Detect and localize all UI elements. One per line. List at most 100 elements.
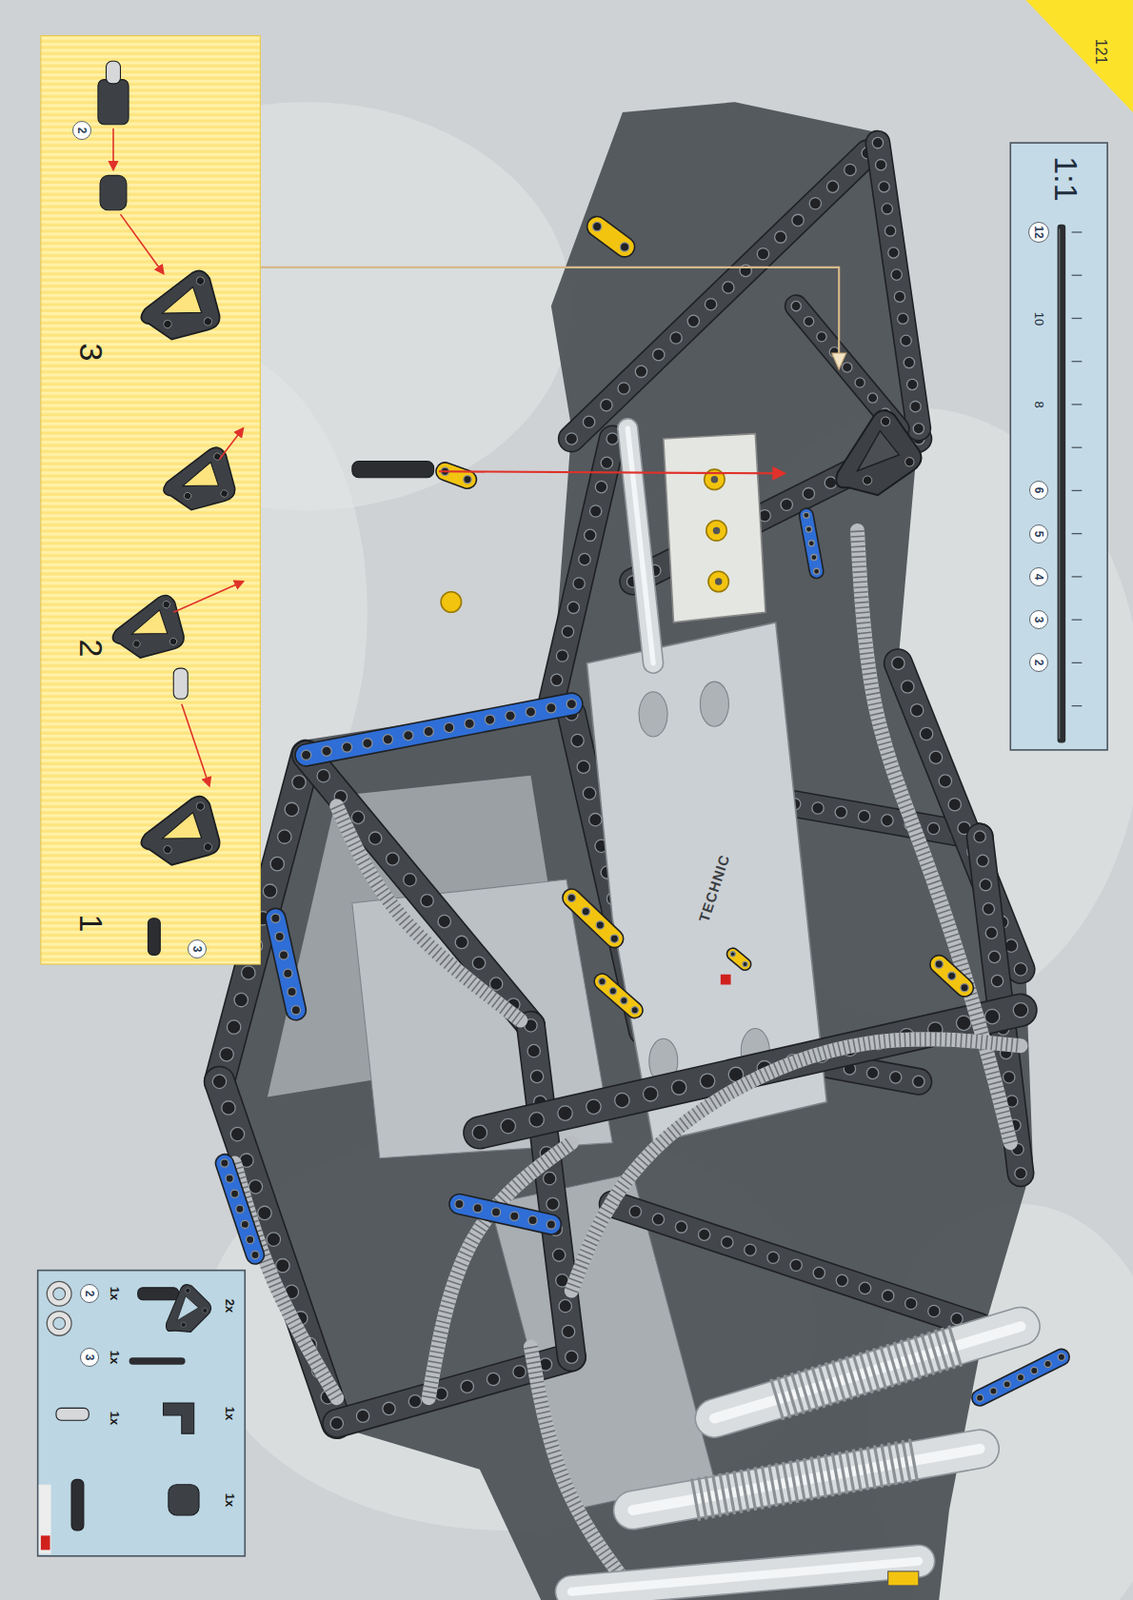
- beam-hole: [892, 656, 905, 670]
- beam-hole: [528, 1215, 537, 1225]
- step-number: 3: [75, 343, 108, 362]
- ruler-panel-fill: [1010, 142, 1108, 751]
- beam-hole: [382, 735, 393, 745]
- tube-outline: [714, 1327, 1021, 1419]
- ruler-tick: [1072, 403, 1083, 405]
- beam-hole: [287, 987, 297, 996]
- panel-pinhole: [185, 1288, 191, 1293]
- beam-hole: [230, 1127, 244, 1141]
- beam-hole: [927, 822, 939, 835]
- tube: [627, 428, 654, 664]
- panel-pinhole: [880, 416, 892, 427]
- ruler-tick: [1072, 231, 1083, 233]
- ruler-circle: 2: [1029, 653, 1049, 673]
- beam-hole: [610, 934, 618, 943]
- beam-hole: [527, 1044, 540, 1057]
- beam-hole: [808, 540, 815, 547]
- technic-beam: [479, 1010, 1021, 1133]
- beam-hole: [976, 854, 989, 867]
- beam-hole: [472, 1125, 487, 1140]
- spring: [775, 1345, 960, 1401]
- beam-hole: [565, 1351, 578, 1364]
- beam-hole: [356, 1410, 369, 1423]
- tube-outline: [571, 1561, 918, 1592]
- model-silhouette: [214, 101, 1034, 1600]
- beam-hole: [241, 966, 256, 980]
- step-arrow: [173, 581, 243, 613]
- beam-hole: [382, 1402, 396, 1415]
- beam-hole: [813, 1267, 825, 1279]
- beam-hole: [510, 1212, 519, 1221]
- beam-hole: [246, 1235, 255, 1244]
- beam-hole: [888, 247, 899, 259]
- beam-hole: [984, 1009, 999, 1024]
- panel-piece: [166, 1285, 212, 1333]
- panel-pinhole: [218, 488, 229, 498]
- substep-panel: 32123: [40, 36, 260, 965]
- panel-outline: [160, 434, 251, 525]
- technic-beam: [458, 1204, 551, 1225]
- beam-hole: [284, 802, 299, 816]
- beam-outline: [601, 981, 635, 1011]
- ruler-axle: [1057, 224, 1067, 744]
- panel-pinhole: [180, 1322, 186, 1328]
- pin: [147, 918, 160, 956]
- beam-hole: [881, 814, 894, 827]
- beam-hole: [1013, 963, 1027, 976]
- panel-pinhole: [182, 491, 193, 501]
- logo-strip: [39, 1485, 52, 1555]
- beam-hole: [844, 163, 856, 176]
- beam-hole: [780, 498, 793, 511]
- beam-hole: [561, 1325, 575, 1338]
- technic-beam: [612, 1204, 980, 1328]
- tube-highlight: [633, 1449, 980, 1511]
- callout-number: 6: [1033, 487, 1045, 495]
- beam-hole: [486, 1372, 499, 1386]
- panel-piece: [110, 581, 200, 673]
- beam-hole: [557, 1106, 573, 1121]
- axle-part: [132, 1357, 181, 1366]
- ruler-circle: 5: [1029, 524, 1049, 544]
- panel-pinhole: [202, 316, 214, 327]
- beam-hole: [900, 335, 912, 346]
- beam-hole: [596, 921, 604, 930]
- beam-hole: [317, 769, 330, 782]
- beam-hole: [278, 830, 292, 844]
- panel-outline: [834, 404, 929, 502]
- beam-hole: [881, 203, 893, 215]
- beam-hole: [403, 731, 414, 741]
- step-arrow: [181, 704, 210, 787]
- leader-line: [259, 267, 839, 358]
- tube-highlight: [571, 1561, 918, 1592]
- step-arrow: [218, 428, 243, 459]
- beam-hole: [258, 1206, 272, 1220]
- beam-hole: [464, 718, 475, 729]
- substep-panel-fill: [40, 36, 260, 966]
- scale-label: 1:1: [1050, 156, 1083, 201]
- beam-hole: [792, 214, 804, 226]
- tube: [571, 1561, 918, 1592]
- panel-pinhole: [904, 457, 915, 468]
- beam-hole: [903, 357, 915, 368]
- callout-number: 2: [83, 1291, 96, 1298]
- ruler-tick: [1072, 360, 1083, 362]
- beam-hole: [635, 365, 647, 378]
- beam-hole: [582, 416, 595, 428]
- technic-beam: [275, 918, 296, 1011]
- panel-hole: [177, 1296, 199, 1322]
- beam-hole: [802, 488, 815, 500]
- beam-hole: [546, 1197, 559, 1211]
- beam-hole: [556, 650, 568, 662]
- parts-box-fill: [38, 1271, 246, 1557]
- beam-hole: [905, 1297, 917, 1310]
- beam-hole: [910, 704, 923, 717]
- pin: [352, 461, 435, 478]
- beam-hole: [300, 750, 311, 760]
- panel-pinhole: [168, 636, 179, 647]
- beam-hole: [699, 1073, 715, 1089]
- beam-hole: [248, 1180, 262, 1194]
- beam-hole: [403, 874, 417, 887]
- page-corner-fill: [1025, 0, 1133, 113]
- beam-hole: [567, 601, 579, 614]
